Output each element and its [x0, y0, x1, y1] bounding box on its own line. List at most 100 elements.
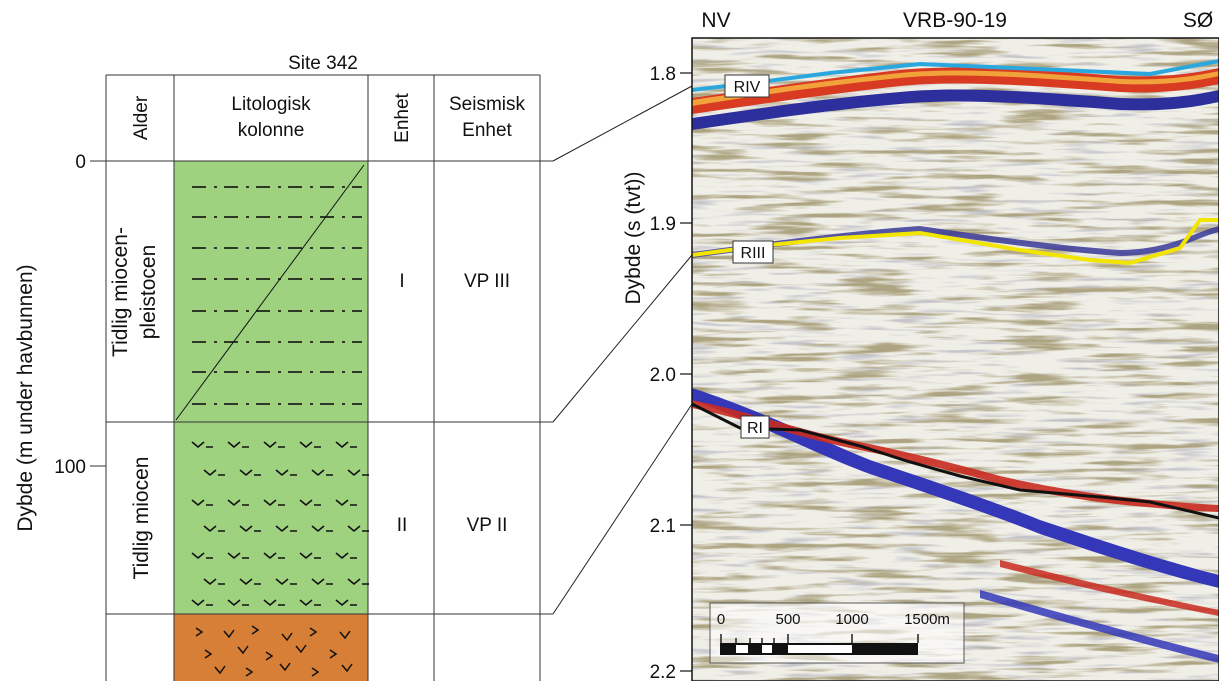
seafloor-blue-band: [692, 89, 1219, 130]
chevron-mark: [347, 525, 369, 533]
chevron-mark: [227, 441, 249, 449]
deep-blue-band: [980, 590, 1219, 663]
chevron-mark: [227, 499, 249, 507]
basement-fill: [174, 614, 368, 681]
chevron-mark: [203, 578, 225, 586]
chevron-mark: [191, 599, 213, 607]
seismic-unit-row2: VP II: [467, 515, 508, 536]
chevron-mark: [263, 599, 285, 607]
chevron-mark: [299, 499, 321, 507]
y-tick-label: 1.9: [650, 214, 676, 235]
header-unit: Enhet: [392, 92, 413, 142]
ri-horizon: [692, 402, 1219, 520]
chevron-mark: [227, 599, 249, 607]
chevron-mark: [275, 525, 297, 533]
trend-line: [175, 164, 365, 421]
ri-label: RI: [740, 415, 770, 439]
svg-text:RIV: RIV: [734, 79, 761, 96]
seismic-section: NV VRB-90-19 SØ Dybde (s (tvt)) 1.81.92.…: [622, 9, 1219, 681]
age-row2: Tidlig miocen: [130, 457, 153, 580]
age-row1-line2: pleistocen: [137, 245, 160, 340]
svg-text:RI: RI: [747, 420, 763, 437]
seismic-y-ticks: 1.8 1.9 2.0 2.1 2.2: [650, 64, 692, 681]
chevron-mark: [275, 469, 297, 477]
scale-label-500: 500: [775, 611, 800, 628]
v-mark: [251, 625, 260, 635]
scale-label-0: 0: [717, 611, 725, 628]
v-mark: [311, 667, 320, 677]
svg-text:RIII: RIII: [741, 245, 766, 262]
chevron-mark: [335, 552, 357, 560]
chevron-mark: [263, 499, 285, 507]
chevron-mark: [239, 525, 261, 533]
chevron-mark: [335, 441, 357, 449]
depth-tick-0: 0: [75, 152, 86, 173]
correlation-lines: [552, 85, 693, 615]
chevron-mark: [203, 469, 225, 477]
riv-label: RIV: [724, 74, 770, 98]
chevron-mark: [275, 578, 297, 586]
label-nv: NV: [701, 9, 730, 32]
chevron-mark: [335, 599, 357, 607]
chevron-mark: [299, 441, 321, 449]
lower-blue-band: [692, 388, 1219, 588]
v-mark: [237, 645, 249, 655]
chevron-mark: [347, 578, 369, 586]
v-mark: [204, 649, 213, 659]
v-mark: [281, 632, 293, 642]
y-tick-label: 2.2: [650, 662, 676, 681]
chevron-mark: [239, 469, 261, 477]
chevron-mark: [299, 599, 321, 607]
chevron-mark: [347, 469, 369, 477]
chevron-mark: [311, 525, 333, 533]
seismic-image: [692, 38, 1219, 681]
chevron-mark: [311, 578, 333, 586]
riii-label: RIII: [732, 240, 774, 264]
unit-lower-fill: [174, 422, 368, 614]
v-mark: [295, 644, 307, 654]
unit-row1: I: [399, 271, 404, 292]
chevron-mark: [239, 578, 261, 586]
chevron-mark: [299, 552, 321, 560]
seismic-y-axis-label: Dybde (s (tvt)): [622, 171, 645, 304]
v-mark: [279, 662, 291, 672]
chevron-mark: [191, 552, 213, 560]
v-mark: [265, 651, 274, 661]
seismic-unit-row1: VP III: [464, 271, 510, 292]
header-age: Alder: [131, 95, 152, 140]
chevron-mark: [203, 525, 225, 533]
header-lith-line2: kolonne: [238, 120, 305, 141]
chevron-mark: [311, 469, 333, 477]
v-mark: [195, 627, 204, 637]
riii-blue-band: [692, 226, 1219, 258]
scale-bar: 0 500 1000 1500m: [709, 602, 965, 664]
chevron-mark: [263, 441, 285, 449]
header-lith-line1: Litologisk: [231, 94, 311, 115]
v-mark: [214, 665, 226, 675]
chevron-mark: [227, 552, 249, 560]
header-seis-line1: Seismisk: [449, 94, 526, 115]
riv-horizon: [692, 59, 1219, 92]
chevron-mark: [191, 499, 213, 507]
v-mark: [309, 627, 318, 637]
site-title: Site 342: [288, 53, 358, 74]
basement-pattern: [195, 625, 353, 677]
v-mark: [329, 649, 338, 659]
y-tick-label: 2.0: [650, 365, 676, 386]
y-tick-label: 2.1: [650, 516, 676, 537]
v-mark: [341, 663, 353, 673]
label-so: SØ: [1183, 9, 1213, 32]
chevron-mark: [263, 552, 285, 560]
deep-red-band: [1000, 560, 1219, 616]
mudstone-pattern: [191, 441, 369, 607]
lithologic-column: Site 342 Alder Litologisk kolonne Enhet …: [14, 53, 553, 681]
v-mark: [223, 629, 235, 639]
depth-tick-100: 100: [54, 457, 86, 478]
depth-axis-label: Dybde (m under havbunnen): [14, 264, 37, 531]
scale-label-1000: 1000: [835, 611, 868, 628]
y-tick-label: 1.8: [650, 64, 676, 85]
v-mark: [245, 667, 254, 677]
header-seis-line2: Enhet: [462, 120, 512, 141]
age-row1-line1: Tidlig miocen-: [109, 227, 132, 357]
